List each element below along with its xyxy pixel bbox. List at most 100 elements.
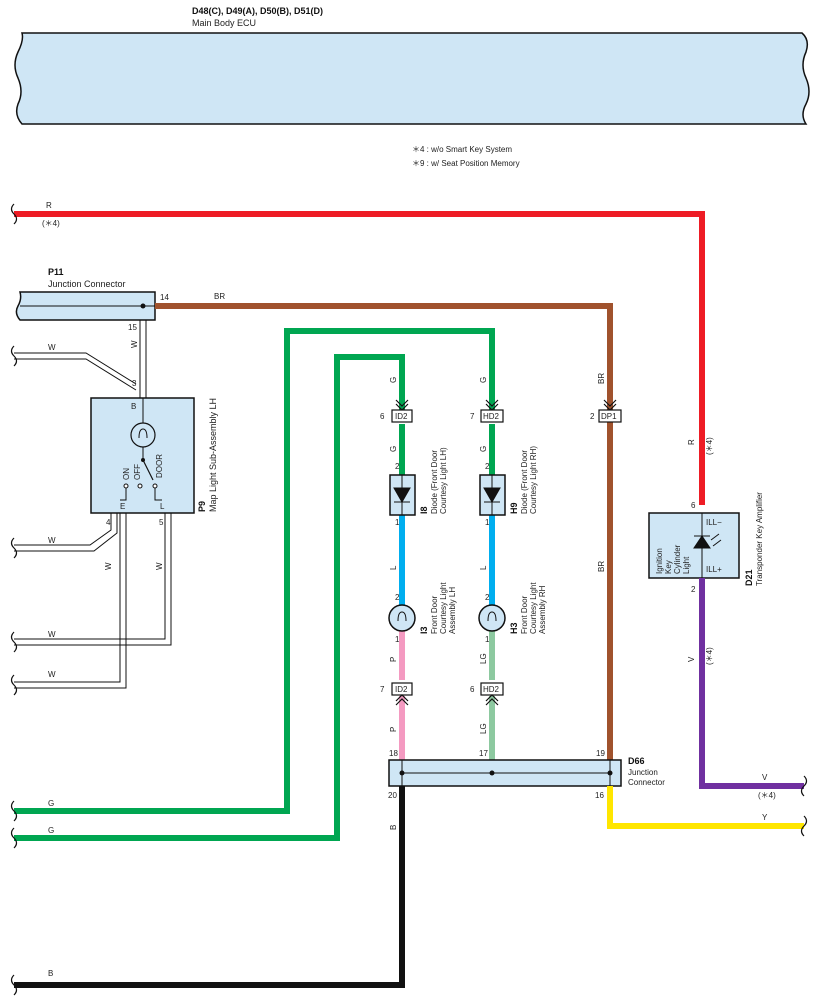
d66-pin-18: 18 — [389, 749, 398, 758]
p11-node — [140, 303, 146, 309]
h9-id: H9 — [509, 502, 519, 514]
wire-note-v: (＊4) — [705, 647, 714, 665]
p9-name: Map Light Sub-Assembly LH — [208, 398, 218, 512]
p9-contact-off — [137, 483, 143, 489]
p9-bulb-icon — [130, 422, 156, 448]
break-right-v — [800, 775, 808, 797]
d66-pin-20: 20 — [388, 791, 397, 800]
i3-pin-2: 2 — [395, 593, 400, 602]
d21-id: D21 — [744, 569, 754, 586]
h9-pin-1: 1 — [485, 518, 490, 527]
wire-label-w-6: W — [48, 630, 56, 639]
wire-label-v2: V — [762, 773, 768, 782]
hd2-top-pin: 7 — [470, 412, 475, 421]
h9-name-1: Diode (Front Door — [520, 450, 529, 514]
p9-pin-3: 3 — [132, 379, 137, 388]
p9-label-door: DOOR — [155, 454, 164, 478]
d21-label-3: Cylinder — [673, 544, 682, 574]
i8-diode-icon — [393, 475, 411, 515]
ecu-name: Main Body ECU — [192, 18, 256, 28]
wire-w-p11-p9 — [139, 320, 147, 398]
wire-label-br-3: BR — [597, 561, 606, 572]
wire-label-b1: B — [389, 825, 398, 830]
d66-node-3 — [607, 770, 613, 776]
i8-name-1: Diode (Front Door — [430, 450, 439, 514]
d21-label-2: Key — [664, 560, 673, 574]
i8-name-2: Courtesy Light LH) — [439, 447, 448, 514]
h3-id: H3 — [509, 622, 519, 634]
wire-brown-br — [155, 303, 613, 760]
h3-pin-2: 2 — [485, 593, 490, 602]
p11-name: Junction Connector — [48, 279, 126, 289]
wire-label-lg2: LG — [479, 723, 488, 734]
break-left-b — [10, 974, 18, 996]
p11-id: P11 — [48, 267, 64, 277]
id2-bot-chevron — [395, 694, 409, 706]
wire-label-w-7: W — [48, 670, 56, 679]
wire-label-g6: G — [479, 446, 488, 452]
p9-filament — [138, 428, 148, 439]
d21-pin-6: 6 — [691, 501, 696, 510]
wire-w-left-1 — [14, 352, 137, 391]
i8-pin-1: 1 — [395, 518, 400, 527]
p9-pin-b: B — [131, 402, 136, 411]
p9-contact-door — [152, 483, 158, 489]
wire-label-g4: G — [479, 377, 488, 383]
h3-filament — [487, 611, 497, 622]
d21-led-icon — [693, 535, 711, 549]
i3-pin-1: 1 — [395, 635, 400, 644]
p9-label-off: OFF — [133, 464, 142, 480]
wire-label-p2: P — [389, 727, 398, 732]
d21-label-1: Ignition — [655, 548, 664, 574]
i3-id: I3 — [419, 626, 429, 634]
wire-label-w-3: W — [48, 536, 56, 545]
wire-label-g3: G — [389, 377, 398, 383]
wire-label-br-2: BR — [597, 373, 606, 384]
hd2-bot-label: HD2 — [483, 685, 500, 694]
hd2-bot-pin: 6 — [470, 685, 475, 694]
wire-label-r: R — [46, 201, 52, 210]
id2-top-tag — [391, 409, 413, 423]
p9-switch-icon — [142, 459, 154, 481]
d66-name-2: Connector — [628, 778, 665, 787]
p9-pin-l: L — [160, 502, 165, 511]
id2-top-label: ID2 — [395, 412, 408, 421]
p9-pin-5: 5 — [159, 518, 164, 527]
break-left-w4 — [10, 674, 18, 696]
wire-note-r-vert: (＊4) — [705, 437, 714, 455]
break-left-g1 — [10, 800, 18, 822]
wire-label-w-5: W — [155, 562, 164, 570]
p11-pin-15: 15 — [128, 323, 137, 332]
wire-w-p9-e — [14, 513, 127, 689]
h3-pin-1: 1 — [485, 635, 490, 644]
wire-label-w-2: W — [48, 343, 56, 352]
break-left-w1 — [10, 345, 18, 367]
d66-pin-19: 19 — [596, 749, 605, 758]
wire-note-v2: (＊4) — [758, 791, 776, 800]
break-left-g2 — [10, 827, 18, 849]
dp1-pin: 2 — [590, 412, 595, 421]
h9-diode-icon — [483, 475, 501, 515]
i8-pin-2: 2 — [395, 462, 400, 471]
wire-note-r: (＊4) — [42, 219, 60, 228]
h9-name-2: Courtesy Light RH) — [529, 446, 538, 514]
wire-label-p1: P — [389, 657, 398, 662]
break-left-w2 — [10, 537, 18, 559]
id2-bot-label: ID2 — [395, 685, 408, 694]
h9-pin-2: 2 — [485, 462, 490, 471]
i3-name-2: Courtesy Light — [439, 582, 448, 634]
id2-top-pin: 6 — [380, 412, 385, 421]
wire-label-g1: G — [48, 799, 54, 808]
wire-label-w-4: W — [104, 562, 113, 570]
d66-name-1: Junction — [628, 768, 658, 777]
h3-name-2: Courtesy Light — [529, 582, 538, 634]
wire-label-v1: V — [687, 656, 696, 662]
p9-pin-e: E — [120, 502, 125, 511]
p9-contact-on — [123, 483, 129, 489]
p9-label-on: ON — [122, 468, 131, 480]
hd2-top-tag — [480, 409, 504, 423]
i3-filament — [397, 611, 407, 622]
wire-black-b — [14, 786, 405, 988]
i3-bulb-icon — [388, 604, 416, 632]
